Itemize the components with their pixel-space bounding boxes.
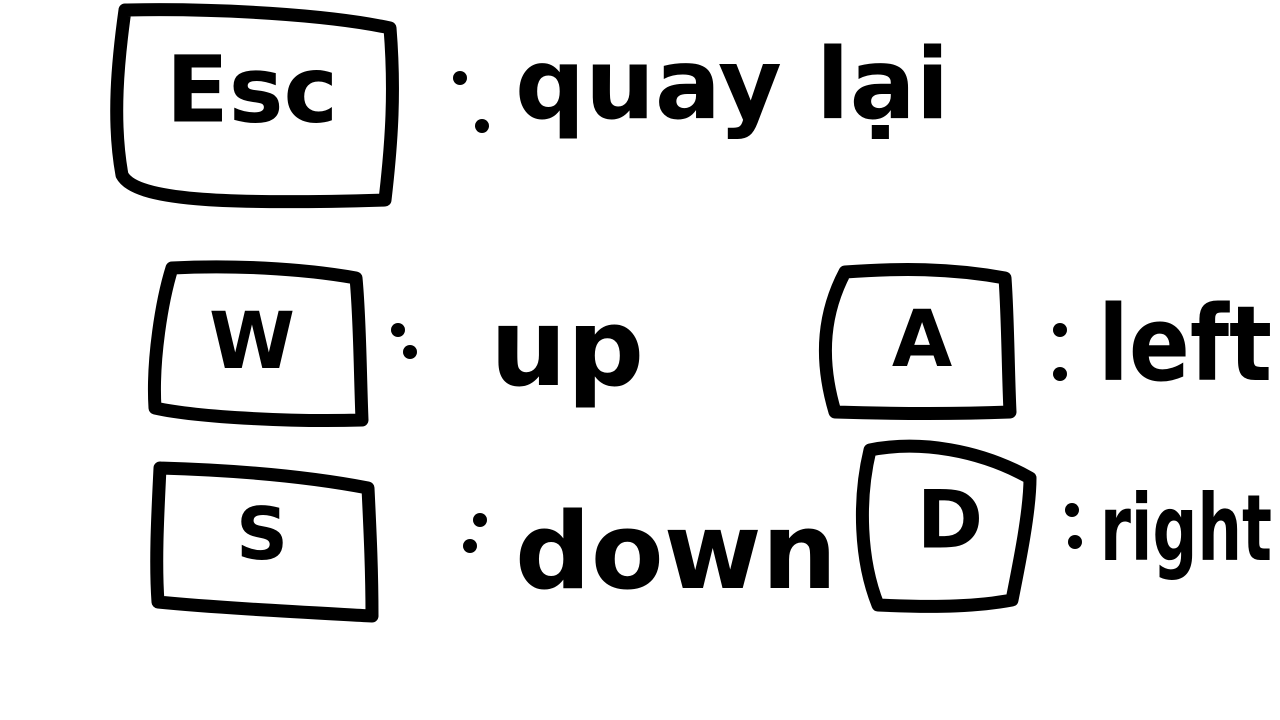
d-key-box xyxy=(855,439,1037,613)
a-action-label: left xyxy=(1098,283,1272,405)
esc-colon-dot-top xyxy=(453,71,467,85)
binding-d: D right xyxy=(855,439,1272,613)
esc-action-label: quay lại xyxy=(515,28,949,142)
w-key-label: W xyxy=(209,297,295,387)
esc-key-label: Esc xyxy=(166,37,338,144)
w-action-label: up xyxy=(490,286,644,411)
binding-s: S down xyxy=(150,461,837,623)
binding-esc: Esc quay lại xyxy=(110,3,949,209)
binding-a: A left xyxy=(818,263,1272,420)
s-key-label: S xyxy=(236,492,288,576)
s-action-label: down xyxy=(515,490,837,613)
a-colon-dot-bottom xyxy=(1053,367,1067,381)
d-action-label: right xyxy=(1100,475,1272,582)
a-colon-dot-top xyxy=(1053,323,1067,337)
s-key-box xyxy=(150,461,379,623)
a-key-box xyxy=(818,263,1017,420)
esc-colon-dot-bottom xyxy=(475,119,489,133)
d-colon-dot-bottom xyxy=(1068,535,1082,549)
a-key-label: A xyxy=(892,295,952,385)
binding-w: W up xyxy=(148,260,644,427)
w-colon-dot-bottom xyxy=(403,345,417,359)
w-key-box xyxy=(148,260,369,427)
d-key-label: D xyxy=(917,474,983,567)
esc-key-box xyxy=(110,3,399,209)
s-colon-dot-bottom xyxy=(463,539,477,553)
w-colon-dot-top xyxy=(391,323,405,337)
s-colon-dot-top xyxy=(473,513,487,527)
d-colon-dot-top xyxy=(1065,503,1079,517)
